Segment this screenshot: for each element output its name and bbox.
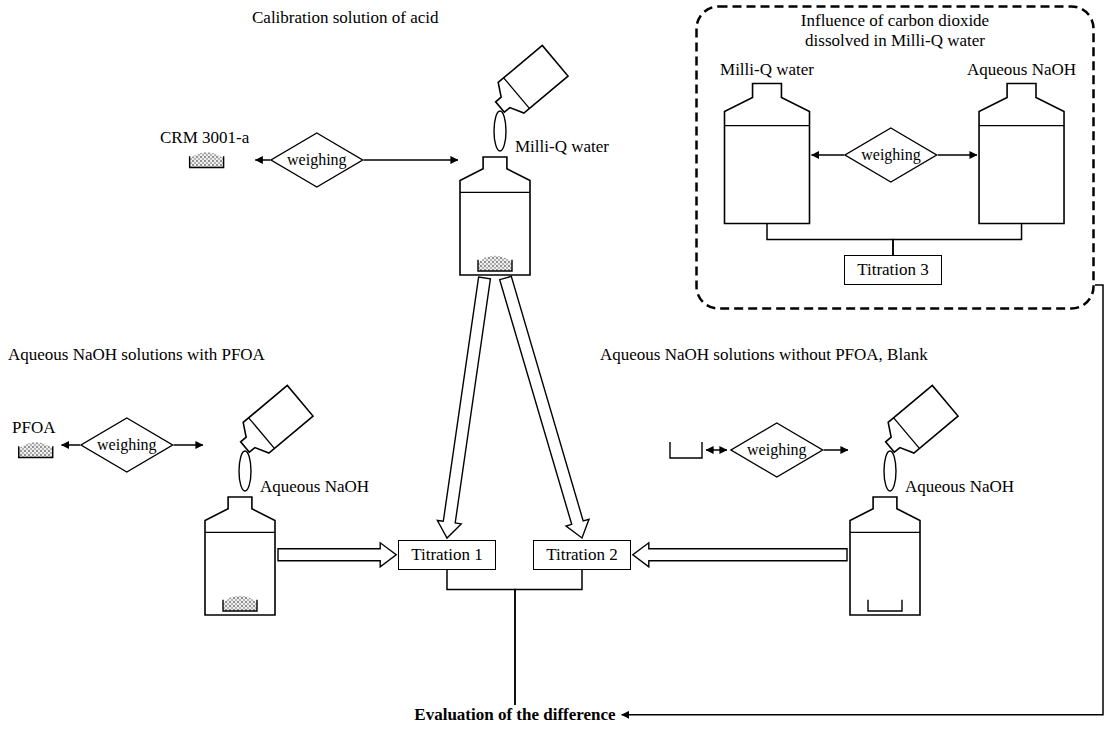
diamond-outline: [81, 418, 173, 472]
bottle-set: Milli-Q water: [400, 45, 615, 277]
region-heading: Influence of carbon dioxide dissolved in…: [778, 11, 1013, 50]
weighing-dish: [190, 156, 224, 167]
node-outline: [717, 60, 817, 224]
diamond-label: weighing: [97, 437, 157, 453]
connector: [174, 444, 203, 446]
process-box: Titration 1: [398, 540, 496, 570]
node-outline: [850, 385, 1020, 617]
powder: [190, 152, 224, 167]
weighing-dish: [868, 600, 902, 611]
hollow-arrow: [278, 543, 396, 567]
dish-label: PFOA: [12, 418, 59, 438]
bottle-set: Aqueous NaOH: [850, 385, 1020, 617]
pouring-stream: [494, 111, 506, 151]
bottle-outline: [205, 497, 275, 615]
liquid-label: Aqueous NaOH: [260, 477, 369, 496]
diamond-label: weighing: [287, 152, 347, 168]
bottle-outline: [725, 84, 810, 224]
weighing-dish: [223, 600, 257, 611]
dish-label: CRM 3001-a: [160, 128, 253, 148]
connector: [447, 570, 515, 705]
connector: [767, 224, 893, 255]
connector: [812, 154, 845, 156]
diamond-label: weighing: [747, 442, 807, 458]
box-label: Titration 3: [857, 260, 929, 279]
pouring-stream: [239, 451, 251, 491]
liquid-level: [979, 125, 1064, 126]
connector: [364, 159, 458, 161]
liquid-level: [504, 78, 530, 109]
bottle-label: Aqueous NaOH: [965, 60, 1078, 80]
liquid-level: [460, 192, 530, 193]
bottle-set: Aqueous NaOH: [205, 385, 375, 617]
liquid-label: Milli-Q water: [515, 137, 609, 156]
diamond-label: weighing: [861, 147, 921, 163]
bottle-node: Milli-Q water: [717, 60, 817, 224]
bottle-node: Aqueous NaOH: [965, 60, 1078, 224]
weighing-dish: [19, 446, 53, 457]
group-heading: Calibration solution of acid: [252, 8, 439, 27]
connector: [255, 159, 270, 161]
weighing-diamond: weighing: [270, 132, 364, 188]
weighing-diamond: weighing: [80, 417, 174, 473]
powder: [223, 596, 257, 611]
bottle-outline: [460, 157, 530, 275]
diamond-outline: [731, 423, 823, 477]
diamond-outline: [845, 128, 937, 182]
sample-dish: CRM 3001-a: [160, 128, 253, 172]
liquid-level: [725, 125, 810, 126]
result-text: Evaluation of the difference: [414, 705, 615, 725]
liquid-level: [205, 532, 275, 533]
group-heading: Aqueous NaOH solutions without PFOA, Bla…: [600, 345, 928, 364]
weighing-diamond: weighing: [844, 127, 938, 183]
node-outline: [965, 60, 1078, 224]
node-outline: [400, 45, 615, 277]
box-label: Titration 1: [411, 545, 483, 564]
weighing-arrow: [706, 449, 727, 451]
hollow-arrow: [437, 277, 490, 538]
group-heading: Aqueous NaOH solutions with PFOA: [8, 345, 265, 364]
dashed-outline: [697, 7, 1094, 309]
hollow-arrow: [500, 276, 589, 538]
process-box: Titration 2: [533, 540, 631, 570]
powder: [478, 256, 512, 271]
pouring-stream: [884, 451, 896, 491]
powder: [19, 442, 53, 457]
bottle-outline: [850, 497, 920, 615]
connector: [938, 154, 977, 156]
box-label: Titration 2: [546, 545, 618, 564]
liquid-level: [850, 532, 920, 533]
connector: [515, 570, 582, 705]
bottle-label: Milli-Q water: [717, 60, 817, 80]
sample-dish: PFOA: [12, 418, 59, 462]
liquid-label: Aqueous NaOH: [905, 477, 1014, 496]
result-label: Evaluation of the difference: [414, 705, 615, 724]
connector: [824, 449, 848, 451]
bottle-outline: [979, 84, 1064, 224]
process-box: Titration 3: [844, 255, 942, 285]
liquid-level: [894, 418, 920, 449]
connector: [61, 444, 80, 446]
weighing-diamond: weighing: [730, 422, 824, 478]
node-outline: [205, 385, 375, 617]
diamond-outline: [271, 133, 363, 187]
connector: [893, 224, 1022, 255]
hollow-arrow: [633, 543, 847, 567]
weighing-dish: [478, 260, 512, 271]
dashed-region: Influence of carbon dioxide dissolved in…: [695, 5, 1095, 310]
empty-weighing-dish: [670, 442, 702, 458]
liquid-level: [249, 418, 275, 449]
